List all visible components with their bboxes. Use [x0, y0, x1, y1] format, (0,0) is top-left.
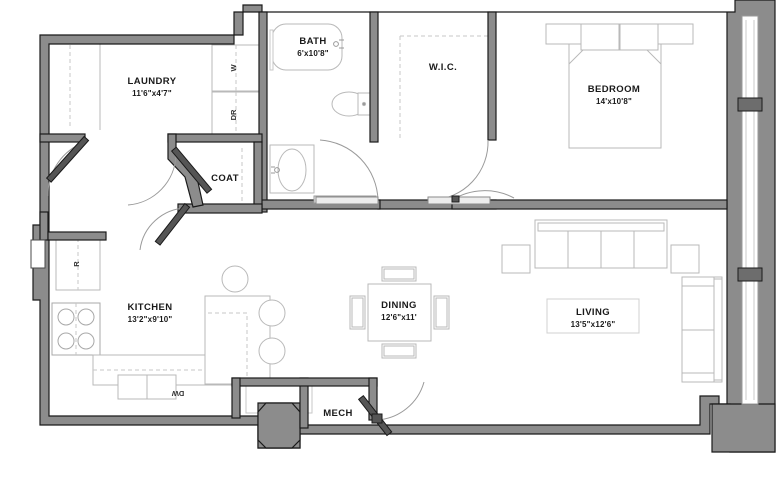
room-label-bath: BATH 6'x10'8" [297, 36, 328, 58]
coat-door[interactable] [139, 202, 191, 251]
dining-chair-top [381, 266, 417, 282]
loveseat [681, 276, 723, 383]
room-label-coat: COAT [211, 173, 239, 184]
room-label-kitchen: KITCHEN 13'2"x9'10" [127, 302, 172, 324]
wall-coat-south [177, 203, 263, 214]
room-name-wic: W.I.C. [429, 62, 457, 73]
wic-door[interactable] [427, 139, 491, 205]
wall-kitchen-north [39, 211, 49, 241]
room-name-mech: MECH [323, 408, 353, 419]
side-table-left [501, 244, 531, 274]
dining-chair-left [349, 295, 366, 330]
room-label-laundry: LAUNDRY 11'6"x4'7" [128, 76, 177, 98]
column-bottom-right [711, 403, 776, 453]
mech-door[interactable] [357, 381, 425, 437]
bed-queen [568, 23, 662, 149]
column-bottom-left [257, 402, 301, 449]
walls-layer [32, 0, 776, 453]
room-label-bedroom: BEDROOM 14'x10'8" [588, 84, 640, 106]
window-west-kitchen [30, 239, 46, 269]
room-dim-laundry: 11'6"x4'7" [132, 89, 172, 98]
bathtub [271, 23, 344, 71]
wall-laundry-south [167, 133, 263, 143]
side-table-right [670, 244, 700, 274]
dryer-label: DR [229, 109, 238, 120]
laundry-shelf [69, 35, 101, 130]
bar-stool-2 [258, 299, 286, 327]
wic-shelving [399, 35, 492, 138]
toilet [331, 91, 371, 117]
wall-kitchen-south-bulkhead [231, 377, 241, 419]
room-labels-layer: LAUNDRY 11'6"x4'7" BATH 6'x10'8" W.I.C. … [127, 36, 640, 419]
wall-kitchen-north-run [47, 231, 107, 241]
washer-label: W [229, 64, 238, 72]
bedroom-door[interactable] [451, 190, 515, 203]
room-label-dining: DINING 12'6"x11' [381, 300, 417, 322]
room-name-bath: BATH [299, 36, 326, 47]
wall-bath-east [369, 11, 379, 143]
bath-linen-cabinet [269, 29, 274, 71]
entry-door[interactable] [127, 146, 213, 206]
sofa [534, 219, 668, 269]
wall-wic-east [487, 11, 497, 141]
wall-coat-east [253, 141, 263, 213]
dining-chair-bottom [381, 343, 417, 359]
wall-laundry-west-return [39, 133, 86, 143]
vanity-sink [269, 144, 315, 194]
nightstand-left [545, 23, 582, 45]
washer-unit [211, 44, 261, 92]
room-name-dining: DINING [381, 300, 417, 311]
range-cooktop [51, 302, 101, 356]
window-east-group [737, 15, 763, 405]
bar-stool-3 [258, 337, 286, 365]
room-dim-dining: 12'6"x11' [381, 313, 417, 322]
bath-door[interactable] [313, 139, 379, 205]
room-dim-bedroom: 14'x10'8" [596, 97, 632, 106]
dryer-unit [211, 91, 261, 139]
room-dim-bath: 6'x10'8" [297, 49, 328, 58]
room-name-kitchen: KITCHEN [127, 302, 172, 313]
dishwasher-label: DW [171, 389, 184, 398]
appliance-labels-layer: W DR R DW [72, 64, 238, 398]
room-name-coat: COAT [211, 173, 239, 184]
bar-stool-1 [221, 265, 249, 293]
dining-table [367, 283, 432, 342]
room-dim-kitchen: 13'2"x9'10" [128, 315, 173, 324]
room-label-living: LIVING 13'5"x12'6" [546, 298, 640, 334]
refrigerator-label: R [72, 261, 81, 267]
window-mullion-2 [737, 267, 763, 282]
nightstand-right [657, 23, 694, 45]
room-name-living: LIVING [576, 307, 610, 318]
windows-layer [30, 15, 763, 405]
wall-bath-west [258, 11, 268, 213]
room-label-wic: W.I.C. [429, 62, 457, 73]
window-mullion-1 [737, 97, 763, 112]
wall-bedroom-south [451, 199, 728, 210]
doors-layer [45, 135, 515, 437]
room-name-bedroom: BEDROOM [588, 84, 640, 95]
room-name-laundry: LAUNDRY [128, 76, 177, 87]
kitchen-counter-west [55, 237, 101, 291]
wall-mech-north [231, 377, 378, 387]
laundry-door[interactable] [45, 135, 90, 197]
dishwasher-unit [117, 374, 177, 400]
room-dim-living: 13'5"x12'6" [571, 320, 616, 329]
room-label-mech: MECH [323, 408, 353, 419]
furniture-layer [51, 23, 723, 414]
dining-chair-right [433, 295, 450, 330]
